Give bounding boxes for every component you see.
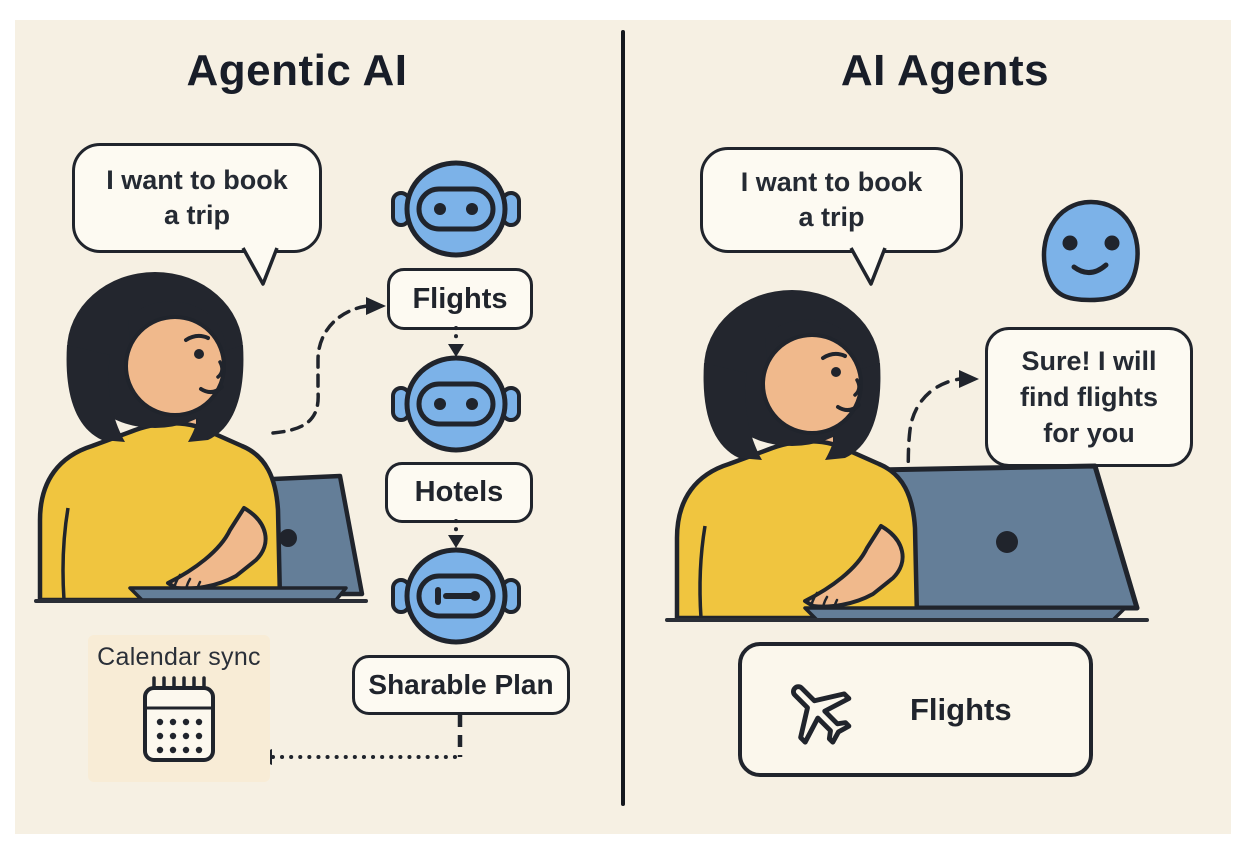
bubble-text-line: I want to book <box>740 167 923 197</box>
speech-bubble-tail <box>241 247 279 286</box>
bubble-text-line: a trip <box>163 200 230 230</box>
robot-plan-icon <box>391 546 521 646</box>
dotted-down-arrow <box>448 519 464 548</box>
left-panel-title: Agentic AI <box>186 46 408 95</box>
dotted-down-arrow <box>448 326 464 357</box>
speech-bubble-tail <box>849 247 887 286</box>
calendar-icon <box>143 676 215 762</box>
woman-at-laptop-left-illustration <box>34 270 368 603</box>
panel-divider <box>621 30 625 806</box>
user-speech-bubble-left: I want to book a trip <box>72 143 322 253</box>
arrowhead <box>366 297 386 315</box>
laptop-keyboard-base <box>128 586 348 602</box>
agent-reply-box: Sure! I will find flights for you <box>985 327 1193 467</box>
smiley-bot-icon <box>1041 199 1140 303</box>
flights-action-card: Flights <box>738 642 1093 777</box>
reply-text-line: for you <box>1043 418 1135 448</box>
robot-hotels-icon <box>391 354 521 454</box>
arrowhead <box>448 535 464 548</box>
robot-flights-icon <box>391 159 521 259</box>
calendar-sync-area: Calendar sync <box>88 635 270 782</box>
flights-action-label: Flights <box>910 691 1012 727</box>
reply-text-line: find flights <box>1020 382 1158 412</box>
hotels-step-box: Hotels <box>385 462 533 523</box>
user-speech-bubble-right: I want to book a trip <box>700 147 963 253</box>
plane-icon <box>791 683 852 745</box>
woman-at-laptop-right-illustration <box>665 270 1149 622</box>
arrowhead <box>448 344 464 357</box>
calendar-sync-label: Calendar sync <box>97 643 261 671</box>
flights-step-box: Flights <box>387 268 533 330</box>
plan-to-calendar-arrow <box>253 715 463 765</box>
laptop-logo-dot <box>996 531 1018 553</box>
art-background: Agentic AI I want to book a trip Flights <box>15 20 1231 834</box>
laptop-logo-dot <box>279 529 297 547</box>
sharable-plan-box: Sharable Plan <box>352 655 570 715</box>
bubble-text-line: a trip <box>798 202 865 232</box>
reply-text-line: Sure! I will <box>1021 346 1157 376</box>
dashed-curve-arrow-left <box>271 297 386 435</box>
right-panel-title: AI Agents <box>840 46 1050 95</box>
bubble-text-line: I want to book <box>106 165 288 195</box>
arrowhead <box>959 370 979 388</box>
